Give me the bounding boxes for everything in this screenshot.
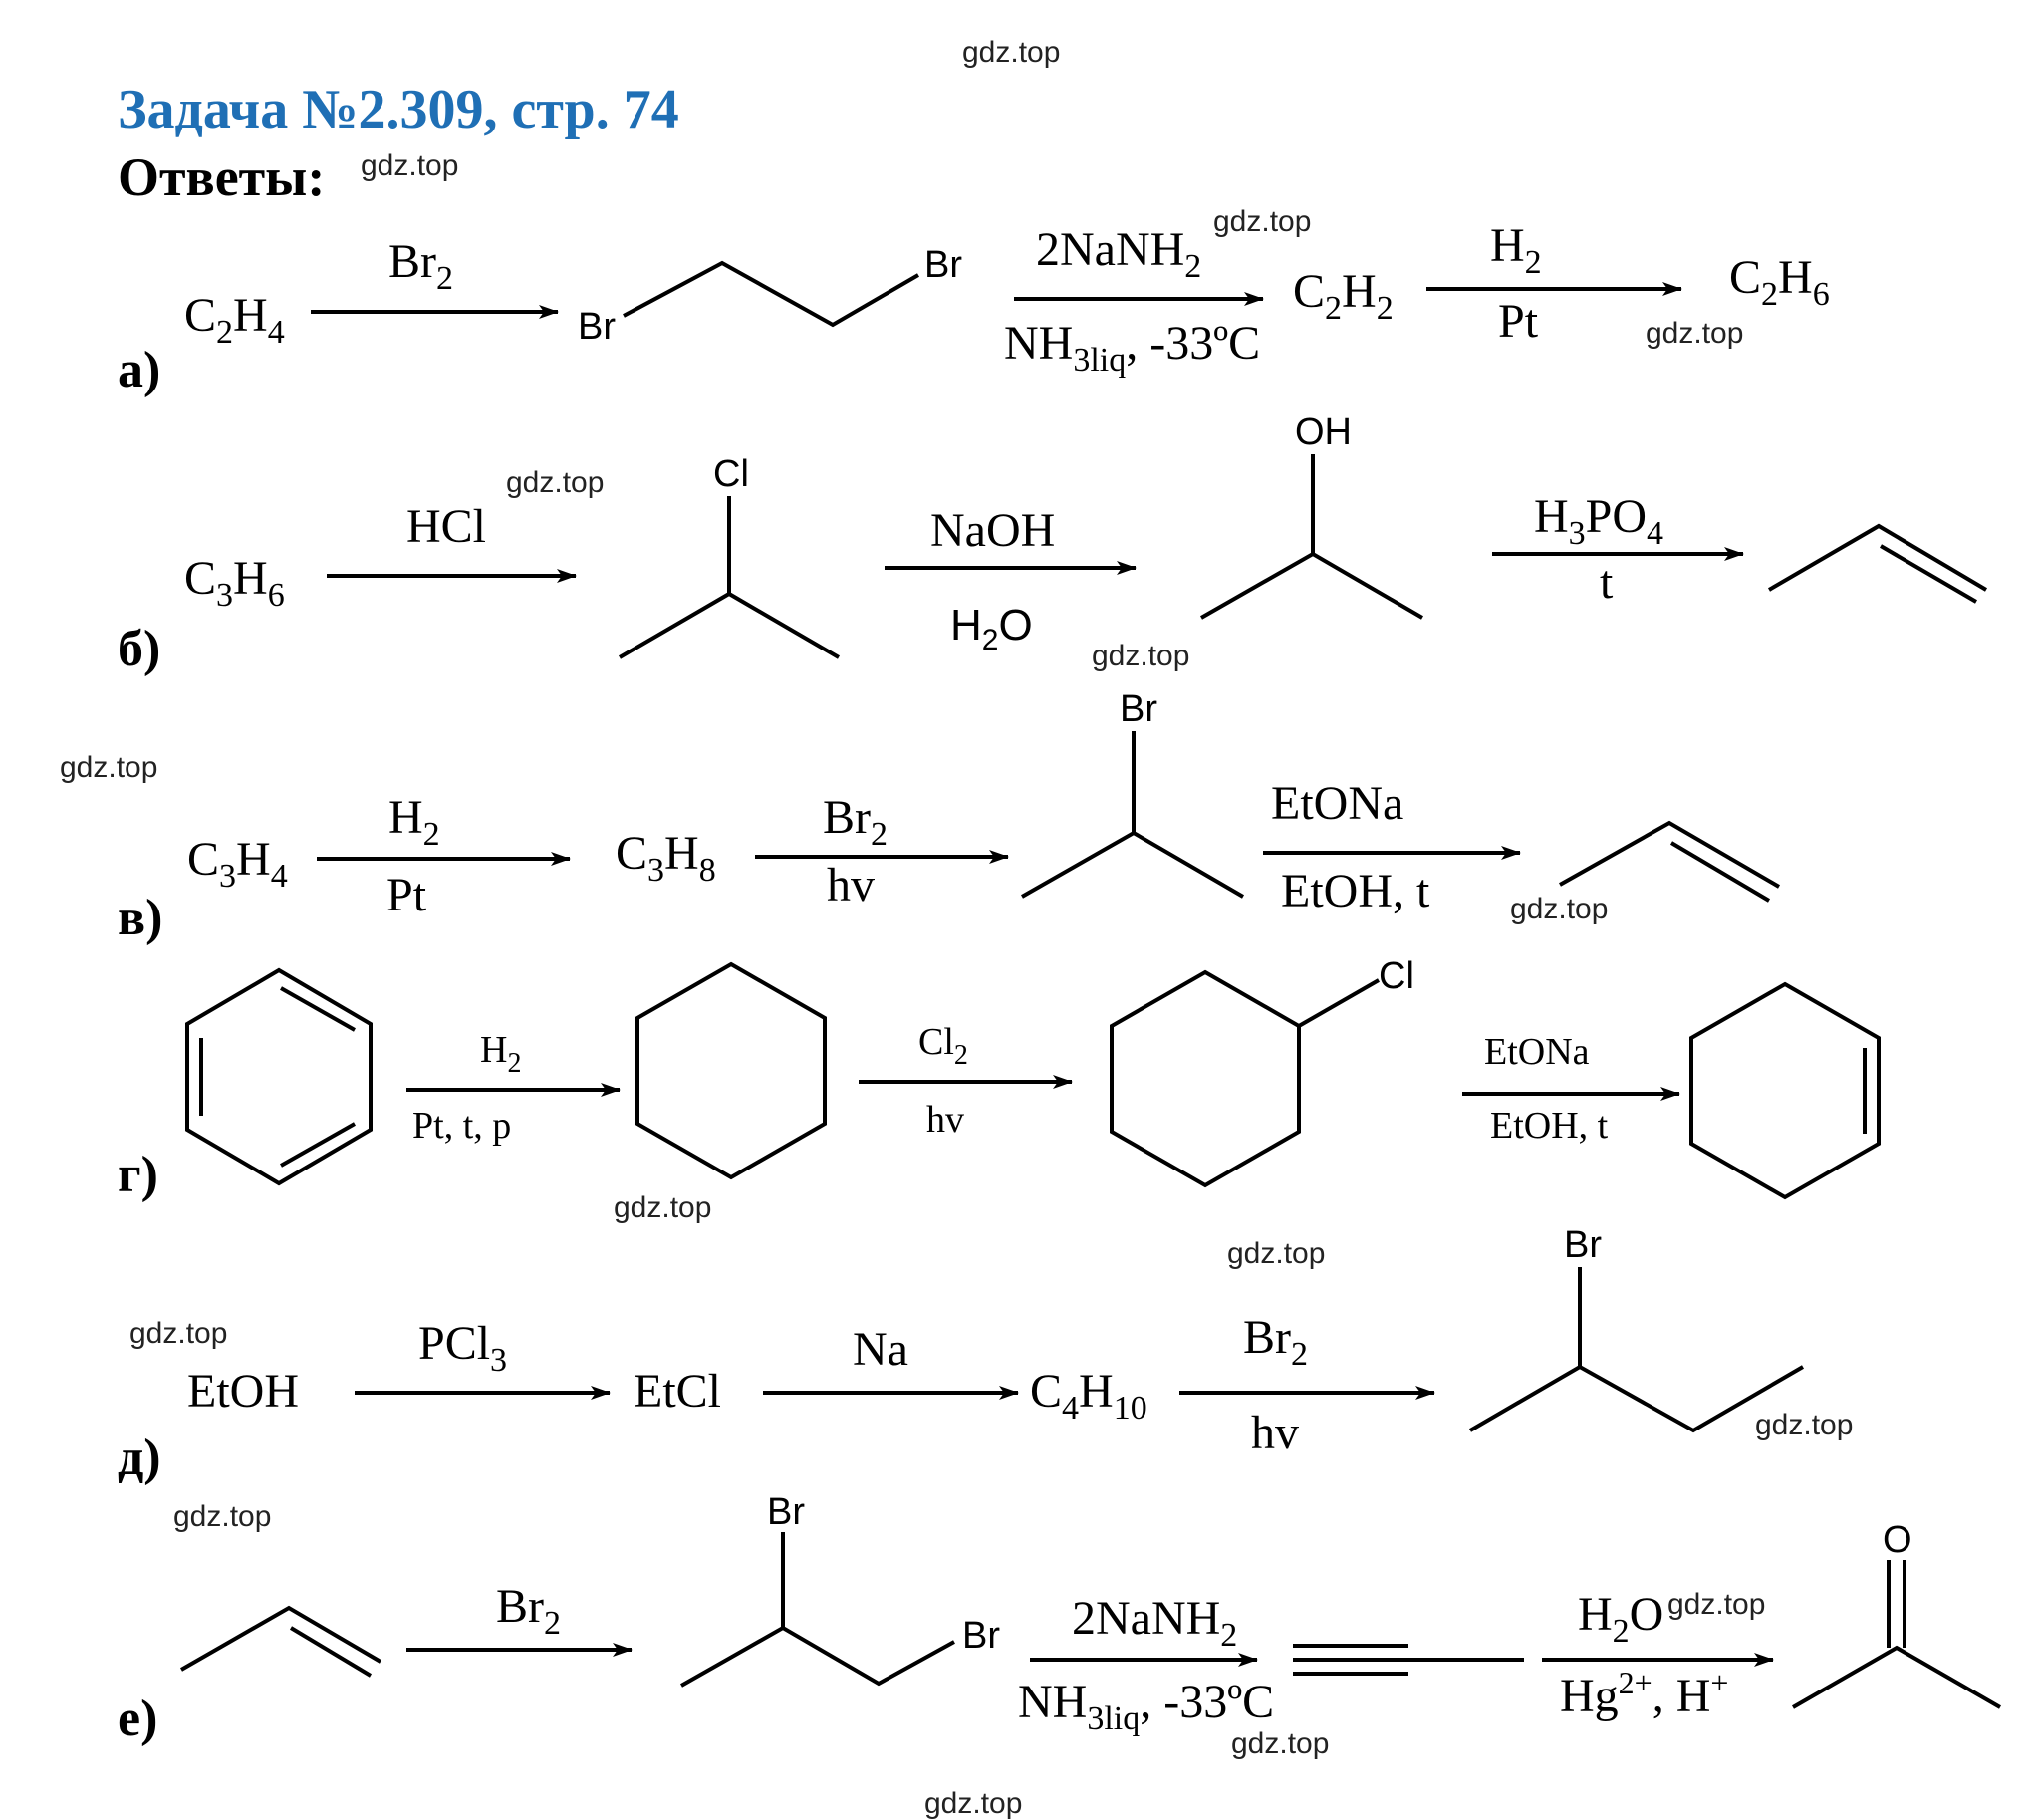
watermark: gdz.top bbox=[1231, 1727, 1329, 1760]
molecule-cyclohexane bbox=[635, 961, 827, 1180]
formula-c2h2: C2H2 bbox=[1293, 265, 1394, 327]
atom-oh: OH bbox=[1295, 411, 1352, 453]
molecule-propyne bbox=[1293, 1644, 1524, 1676]
condition-t: t bbox=[1600, 556, 1614, 609]
watermark: gdz.top bbox=[173, 1500, 271, 1533]
molecule-propene bbox=[1559, 820, 1781, 903]
atom-br: Br bbox=[767, 1491, 805, 1533]
watermark: gdz.top bbox=[60, 751, 157, 784]
row-label: е) bbox=[118, 1690, 157, 1747]
molecule-propene bbox=[180, 1605, 382, 1678]
formula-c2h6: C2H6 bbox=[1729, 251, 1830, 313]
watermark: gdz.top bbox=[361, 149, 458, 182]
reagent-br2: Br2 bbox=[496, 1580, 561, 1642]
watermark: gdz.top bbox=[1646, 317, 1743, 350]
atom-br: Br bbox=[924, 244, 962, 286]
atom-br: Br bbox=[1120, 688, 1157, 730]
formula-c4h10: C4H10 bbox=[1030, 1365, 1147, 1427]
reagent-h2: H2 bbox=[388, 791, 440, 853]
condition-nh3: NH3liq, -33ºC bbox=[1004, 317, 1260, 379]
formula-c3h4: C3H4 bbox=[187, 833, 288, 895]
watermark: gdz.top bbox=[614, 1191, 711, 1224]
reagent-naoh: NaOH bbox=[930, 504, 1055, 557]
reagent-h2o: H2O bbox=[1578, 1588, 1663, 1650]
reagent-hcl: HCl bbox=[406, 500, 486, 553]
molecule-2-bromobutane: Br bbox=[1468, 1224, 1805, 1433]
watermark: gdz.top bbox=[506, 466, 604, 499]
formula-c2h4: C2H4 bbox=[184, 289, 285, 351]
condition-etoh-t: EtOH, t bbox=[1281, 865, 1430, 917]
reagent-cl2: Cl2 bbox=[918, 1021, 968, 1071]
row-label: в) bbox=[118, 890, 162, 946]
row-label: а) bbox=[118, 342, 160, 398]
atom-br: Br bbox=[1564, 1224, 1602, 1266]
reagent-h3po4: H3PO4 bbox=[1534, 490, 1663, 552]
watermark: gdz.top bbox=[1092, 640, 1189, 672]
reagent-na: Na bbox=[853, 1323, 908, 1376]
atom-cl: Cl bbox=[713, 453, 749, 495]
formula-etcl: EtCl bbox=[634, 1365, 721, 1418]
watermark: gdz.top bbox=[962, 36, 1060, 69]
reagent-h2: H2 bbox=[480, 1029, 521, 1079]
reagent-etona: EtONa bbox=[1484, 1031, 1590, 1073]
reaction-row-d: д) EtOH PCl3 EtCl Na C4H10 Br2 hv Br bbox=[118, 1224, 1805, 1486]
condition-etoh-t: EtOH, t bbox=[1490, 1105, 1609, 1147]
row-label: д) bbox=[118, 1430, 161, 1486]
atom-cl: Cl bbox=[1379, 955, 1414, 997]
reagent-etona: EtONa bbox=[1271, 777, 1403, 830]
molecule-benzene bbox=[185, 967, 373, 1186]
molecule-1-2-dibromopropane: Br Br bbox=[680, 1491, 1000, 1688]
watermark: gdz.top bbox=[1667, 1588, 1765, 1621]
molecule-2-bromopropane: Br bbox=[1021, 688, 1245, 899]
condition-nh3: NH3liq, -33ºC bbox=[1018, 1676, 1274, 1737]
reagent-br2: Br2 bbox=[823, 791, 888, 853]
atom-br: Br bbox=[962, 1615, 1000, 1657]
reaction-row-g: г) H2 Pt, t, p Cl2 hv Cl EtONa EtOH, t bbox=[118, 955, 1881, 1203]
reagent-h2: H2 bbox=[1490, 219, 1542, 281]
reaction-row-b: б) C3H6 HCl Cl NaOH H2O OH H3PO4 t bbox=[118, 411, 1988, 677]
formula-c3h8: C3H8 bbox=[616, 827, 716, 889]
catalyst-pt: Pt bbox=[386, 869, 427, 921]
watermark: gdz.top bbox=[1755, 1409, 1853, 1441]
molecule-cyclohexene bbox=[1689, 981, 1881, 1200]
row-label: б) bbox=[118, 621, 160, 677]
atom-o: O bbox=[1883, 1519, 1912, 1561]
reagent-br2: Br2 bbox=[1243, 1311, 1308, 1373]
molecule-2-chloropropane: Cl bbox=[618, 453, 841, 659]
watermark: gdz.top bbox=[1213, 205, 1311, 238]
reaction-row-e: е) Br2 Br Br 2NaNH2 NH3liq, -33ºC H2O Hg… bbox=[118, 1491, 2001, 1747]
answers-heading: Ответы: bbox=[118, 147, 325, 207]
reaction-row-a: а) C2H4 Br2 Br Br 2NaNH2 NH3liq, -33ºC C… bbox=[118, 219, 1830, 398]
watermark: gdz.top bbox=[924, 1787, 1022, 1820]
reagent-pcl3: PCl3 bbox=[418, 1317, 507, 1379]
molecule-acetone: O bbox=[1792, 1519, 2001, 1709]
solvent-h2o: H2O bbox=[950, 601, 1033, 656]
condition-pt-t-p: Pt, t, p bbox=[412, 1105, 511, 1147]
reagent-nanh2: 2NaNH2 bbox=[1036, 223, 1201, 285]
condition-hv: hv bbox=[926, 1099, 964, 1141]
watermark: gdz.top bbox=[129, 1317, 227, 1350]
formula-etoh: EtOH bbox=[187, 1365, 299, 1418]
catalyst-pt: Pt bbox=[1498, 295, 1539, 348]
row-label: г) bbox=[118, 1147, 158, 1203]
watermarks: gdz.top gdz.top gdz.top gdz.top gdz.top … bbox=[60, 36, 1853, 1820]
reagent-nanh2: 2NaNH2 bbox=[1072, 1592, 1237, 1654]
catalyst-hg-h: Hg2+, H+ bbox=[1560, 1665, 1728, 1722]
reaction-row-v: в) C3H4 H2 Pt C3H8 Br2 hv Br EtONa EtOH,… bbox=[118, 688, 1781, 946]
watermark: gdz.top bbox=[1510, 893, 1608, 925]
watermark: gdz.top bbox=[1227, 1237, 1325, 1270]
molecule-dibromoethane: Br Br bbox=[578, 244, 962, 348]
atom-br: Br bbox=[578, 306, 616, 348]
formula-c3h6: C3H6 bbox=[184, 552, 285, 614]
condition-hv: hv bbox=[1251, 1407, 1299, 1459]
condition-hv: hv bbox=[827, 859, 875, 911]
reagent-br2: Br2 bbox=[388, 235, 453, 297]
molecule-propene bbox=[1767, 523, 1988, 604]
page-title: Задача №2.309, стр. 74 bbox=[118, 79, 679, 140]
molecule-chlorocyclohexane: Cl bbox=[1110, 955, 1414, 1188]
molecule-propan-2-ol: OH bbox=[1200, 411, 1424, 620]
